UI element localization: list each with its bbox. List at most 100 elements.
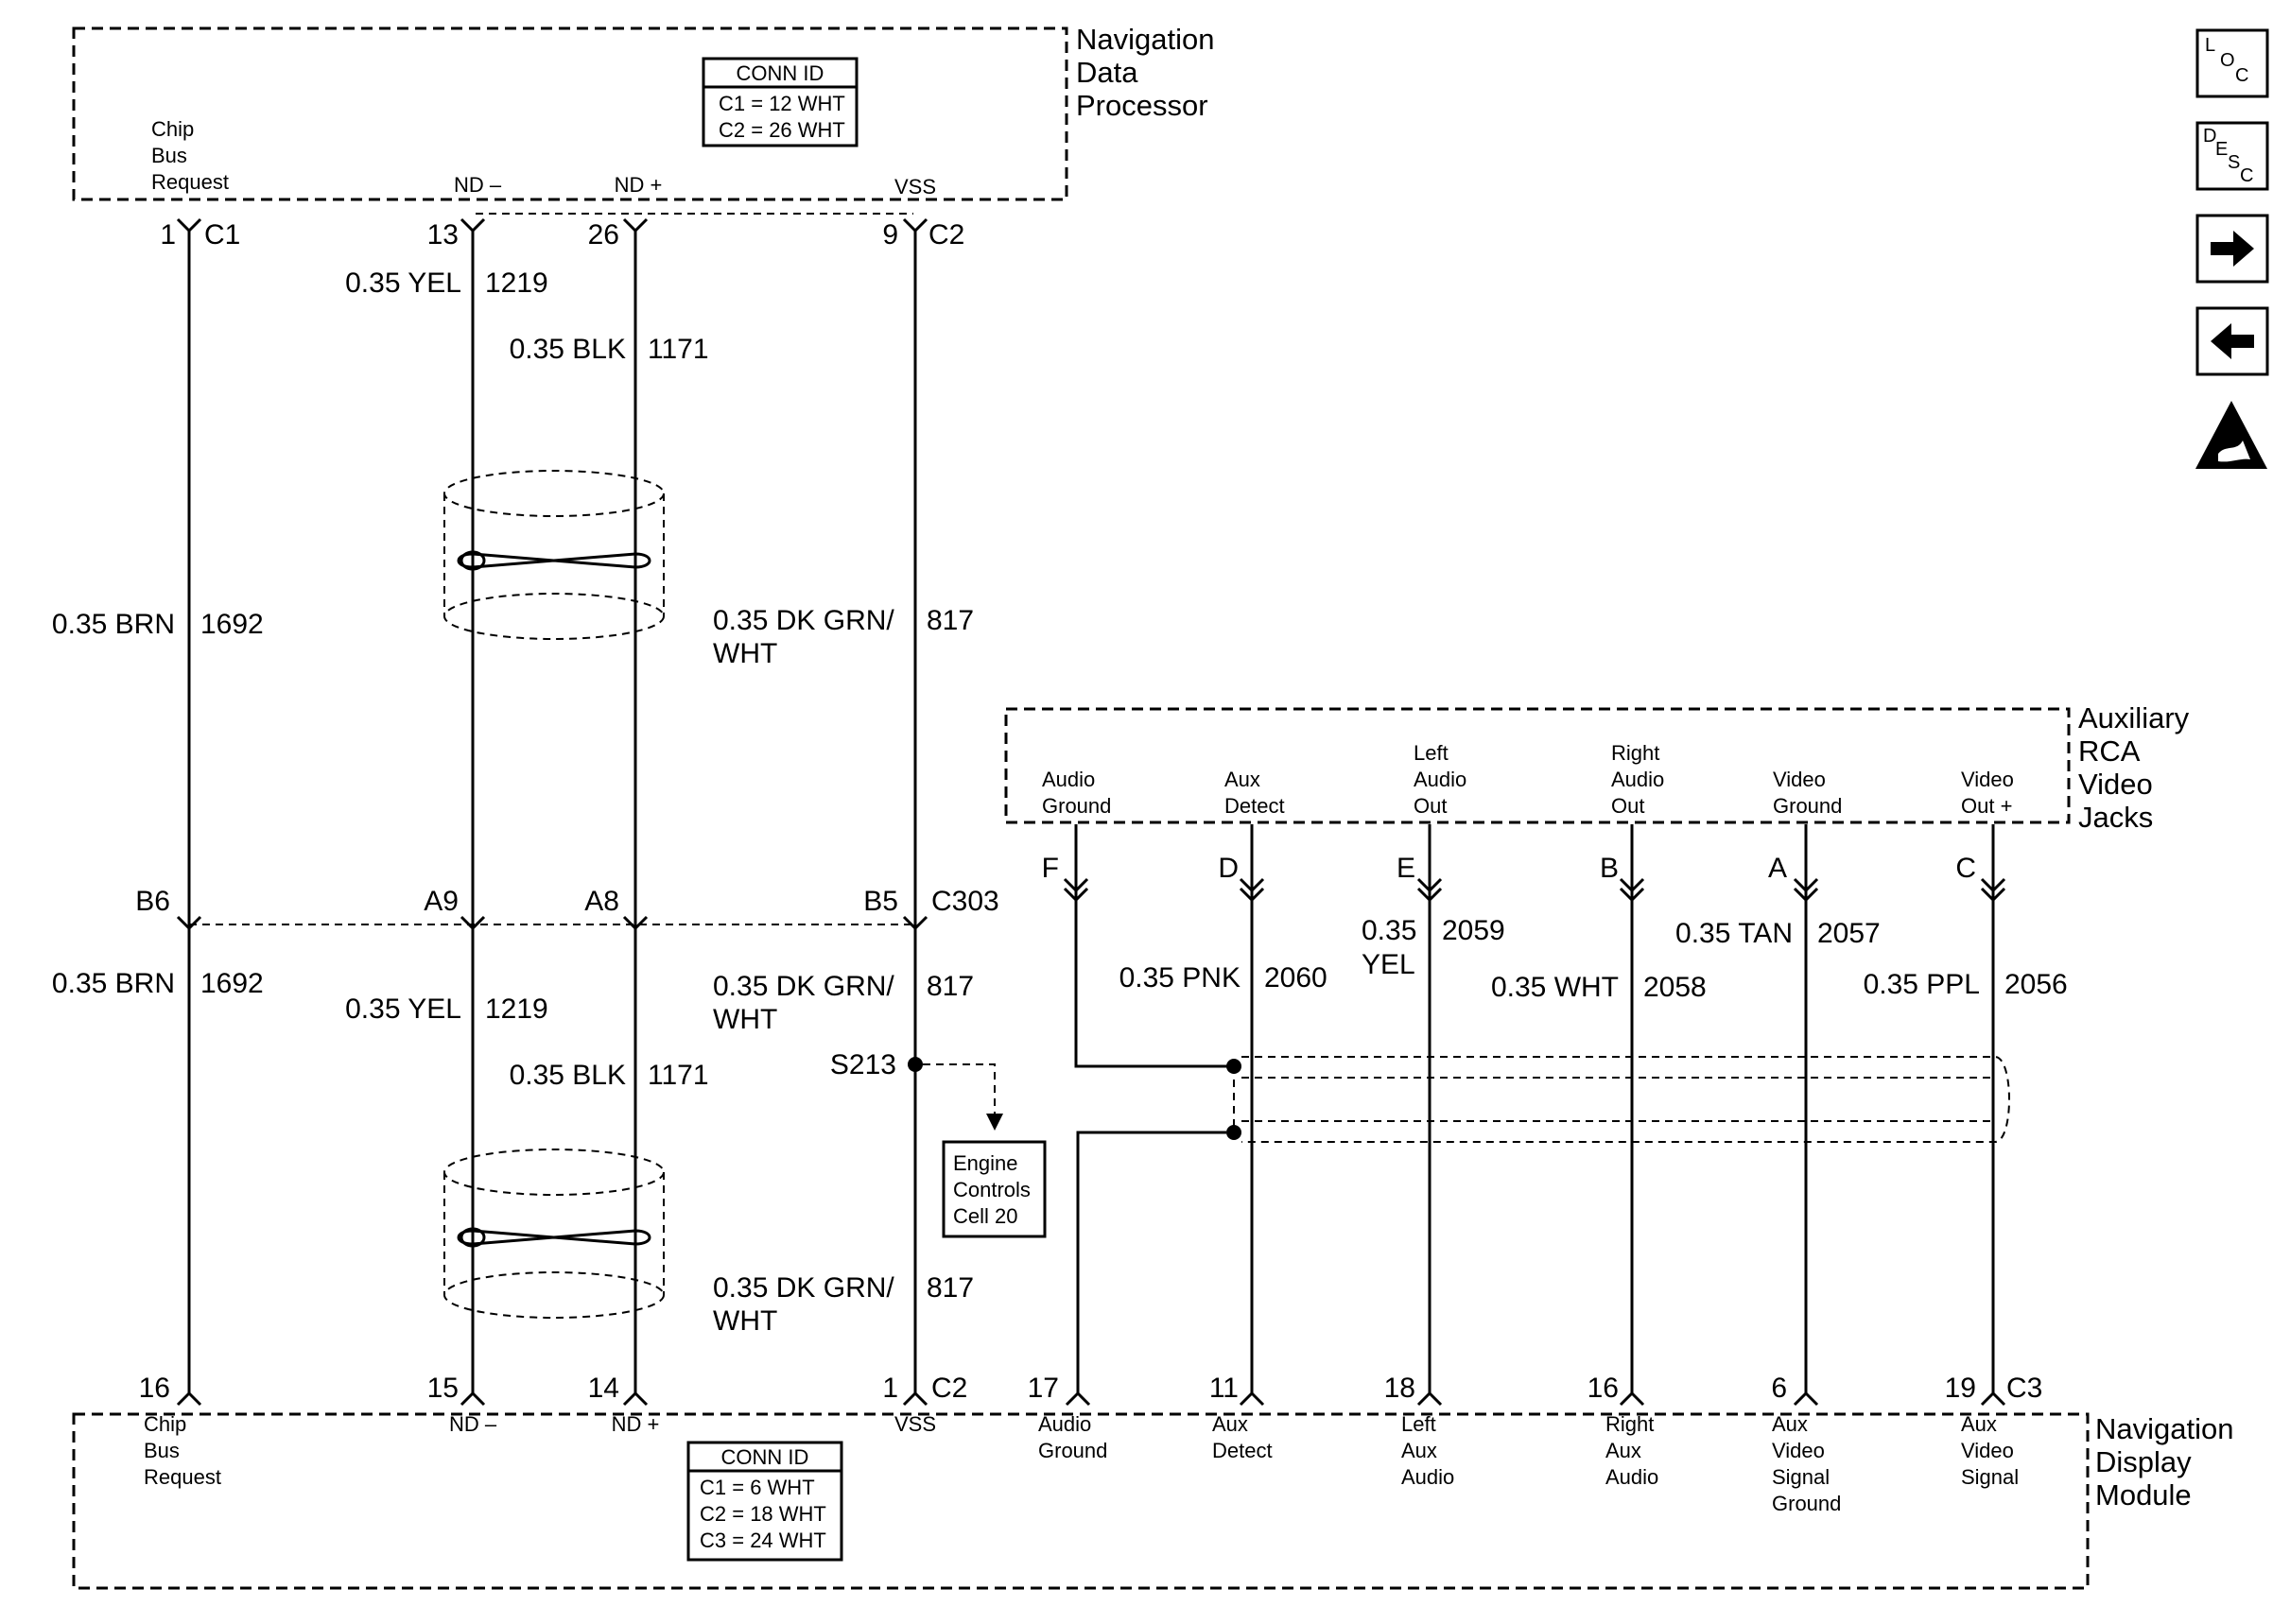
bottom-pin-number-aux: 18 [1384,1373,1415,1404]
wire-gauge-nd-plus-upper: 0.35 BLK [510,334,626,365]
wire-circuit-nd-plus-upper: 1171 [648,334,709,365]
aux-bottom-pin-marks [1065,1391,2006,1407]
aux-pin-label: Detect [1224,794,1285,818]
loc-icon: L O C [2205,35,2248,86]
bottom-pin-number-aux: 6 [1771,1373,1787,1404]
ndm-conn-id-row: C3 = 24 WHT [700,1529,826,1552]
top-pin-label-chip: Bus [151,144,187,167]
auxiliary-rca-video-jacks: Auxiliary RCA Video Jacks [1004,701,2190,834]
aux-pin-label: Out + [1961,794,2012,818]
bottom-pin-label-aux: Signal [1961,1465,2019,1489]
aux-wire-gauge: 0.35 WHT [1491,972,1619,1003]
bottom-pin-label-aux: Detect [1212,1439,1273,1462]
bottom-pin-label-aux: Video [1961,1439,2014,1462]
twisted-pair-shield-upper [443,470,665,640]
wire-circuit-nd-plus-lower: 1171 [648,1060,709,1091]
wire-gauge-vss-lower-b: 0.35 DK GRN/ [713,1272,894,1304]
wire-circuit-vss-upper: 817 [927,605,974,636]
aux-pin-label: Right [1611,741,1659,765]
aux-pin-label: Video [1773,768,1826,791]
bottom-pin-number-chip: 16 [139,1373,170,1404]
bottom-pin-label-aux: Ground [1038,1439,1107,1462]
engine-ref-line: Cell 20 [953,1204,1017,1228]
bottom-pin-number-nd-minus: 15 [427,1373,459,1404]
wire-gauge-vss-lower-b: WHT [713,1305,777,1337]
wire-circuit-vss-lower-a: 817 [927,971,974,1002]
top-pin-number-vss: 9 [882,219,898,251]
wire-gauge-vss-upper: WHT [713,638,777,669]
wire-gauge-vss-upper: 0.35 DK GRN/ [713,605,894,636]
bottom-pin-number-aux: 16 [1588,1373,1619,1404]
aux-pin-letter: F [1042,853,1059,884]
top-conn-c2: C2 [928,219,964,251]
esd-warning-icon [2195,401,2267,469]
navigation-display-module: Navigation Display Module CONN ID C1 = 6… [72,1412,2233,1590]
next-button[interactable] [2195,214,2269,284]
bottom-conn-c2: C2 [931,1373,967,1404]
ndm-conn-id-title: CONN ID [721,1445,809,1469]
splice-s213: S213 [830,1049,1003,1131]
desc-button[interactable]: D E S C [2195,121,2269,191]
bottom-pin-label-aux: Aux [1401,1439,1437,1462]
c303-pin-vss: B5 [863,886,898,917]
bottom-pin-number-nd-plus: 14 [588,1373,619,1404]
ndm-conn-id-row: C1 = 6 WHT [700,1476,815,1499]
prev-button[interactable] [2195,306,2269,376]
twisted-pair-shield-lower [443,1149,665,1319]
wire-gauge-vss-lower-a: WHT [713,1004,777,1035]
nd-plus-wire [622,217,649,1407]
ndp-name-2: Data [1076,56,1138,89]
nd-minus-wire [460,217,486,1407]
top-pin-label-vss: VSS [894,175,936,199]
bottom-pin-label-aux: Video [1772,1439,1825,1462]
aux-pin-label: Audio [1042,768,1095,791]
wire-circuit-nd-minus-lower: 1219 [485,993,548,1025]
aux-pin-letter: E [1397,853,1415,884]
ndm-name-2: Display [2095,1445,2192,1478]
loc-button[interactable]: L O C [2195,28,2269,98]
wire-gauge-chip-lower: 0.35 BRN [52,968,175,999]
top-pin-number-chip: 1 [160,219,176,251]
chip-bus-wire [176,217,202,1407]
aux-wire-gauge: 0.35 PPL [1864,969,1980,1000]
wire-gauge-nd-minus-lower: 0.35 YEL [345,993,461,1025]
top-pin-number-nd-plus: 26 [588,219,619,251]
aux-pin-label: Out [1414,794,1447,818]
top-conn-c1: C1 [204,219,240,251]
bottom-pin-label-aux: Aux [1605,1439,1641,1462]
aux-pin-letter: A [1768,853,1787,884]
ndm-name-3: Module [2095,1478,2192,1512]
aux-wire-circuit: 2058 [1643,972,1707,1003]
ndp-conn-id-title: CONN ID [737,61,824,85]
aux-wire-gauge: 0.35 [1362,915,1416,946]
wire-gauge-chip-upper: 0.35 BRN [52,609,175,640]
top-pin-label-chip: Chip [151,117,194,141]
ndp-conn-id-row: C2 = 26 WHT [719,118,845,142]
aux-audio-ground-wire [1063,824,1233,1068]
vss-wire [902,217,928,1407]
aux-pin-label: Audio [1611,768,1664,791]
inline-connector-c303: B6 A9 A8 B5 C303 [135,886,999,925]
aux-pin-label: Ground [1042,794,1111,818]
c303-name: C303 [931,886,999,917]
aux-pin-label: Aux [1224,768,1260,791]
c303-pin-nd-plus: A8 [584,886,619,917]
ndm-conn-id-table: CONN ID C1 = 6 WHT C2 = 18 WHT C3 = 24 W… [686,1441,843,1562]
bottom-pin-label-aux: Left [1401,1412,1436,1436]
splice-label: S213 [830,1049,896,1080]
wire-circuit-chip-lower: 1692 [200,968,264,999]
next-arrow-icon [2211,231,2254,267]
aux-left-audio-wire [1416,824,1443,1393]
engine-ref-line: Engine [953,1151,1018,1175]
aux-pin-letter: D [1218,853,1239,884]
bottom-pin-label-nd-minus: ND – [449,1412,497,1436]
wire-gauge-vss-lower-a: 0.35 DK GRN/ [713,971,894,1002]
ndm-name-1: Navigation [2095,1412,2233,1445]
bottom-pin-label-aux: Aux [1961,1412,1997,1436]
engine-controls-reference[interactable]: Engine Controls Cell 20 [942,1140,1047,1238]
bottom-pin-label-nd-plus: ND + [612,1412,660,1436]
aux-pin-letter: B [1600,853,1619,884]
bottom-pin-label-chip: Chip [144,1412,186,1436]
prev-arrow-icon [2211,323,2254,359]
